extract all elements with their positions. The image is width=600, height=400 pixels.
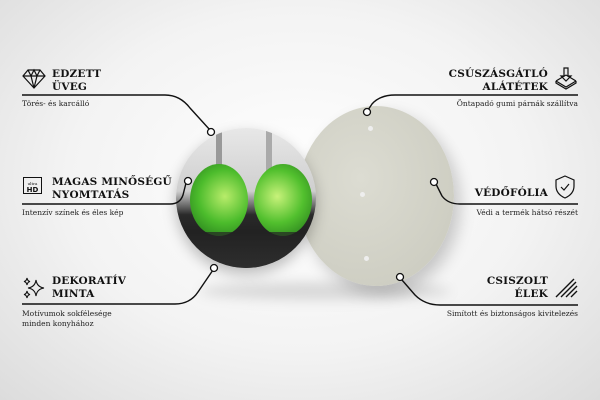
rubber-pad	[364, 256, 369, 261]
connector-node	[209, 263, 219, 273]
rubber-pad	[368, 126, 373, 131]
feature-desc: Intenzív színek és éles kép	[22, 208, 124, 217]
connector-line	[22, 269, 214, 305]
hatched-edge-icon	[555, 278, 578, 298]
shield-check-icon	[555, 175, 575, 199]
connector-node	[395, 272, 405, 282]
connector-line	[401, 279, 578, 306]
feature-desc: Öntapadó gumi párnák szállítva	[456, 99, 578, 108]
coaster-back-side	[298, 106, 454, 286]
sparkles-icon	[23, 277, 45, 299]
rubber-pad	[360, 192, 365, 197]
feature-desc: Védi a termék hátsó részét	[476, 208, 578, 217]
connector-line	[367, 94, 578, 111]
connector-node	[429, 177, 439, 187]
connector-line	[22, 94, 211, 131]
diamond-icon	[22, 68, 46, 89]
connector-node	[183, 176, 193, 186]
connector-node	[362, 107, 372, 117]
product-shadow	[200, 282, 450, 300]
connector-node	[206, 127, 216, 137]
connector-line	[435, 183, 578, 205]
download-tray-icon	[555, 67, 577, 90]
feature-desc: Simított és biztonságos kivitelezés	[446, 309, 578, 318]
feature-title-protective-film: VÉDŐFÓLIA	[474, 187, 548, 199]
feature-desc: Törés- és karcálló	[22, 99, 90, 108]
glass-coaster-lime-print	[176, 128, 316, 268]
connector-line	[22, 182, 187, 205]
